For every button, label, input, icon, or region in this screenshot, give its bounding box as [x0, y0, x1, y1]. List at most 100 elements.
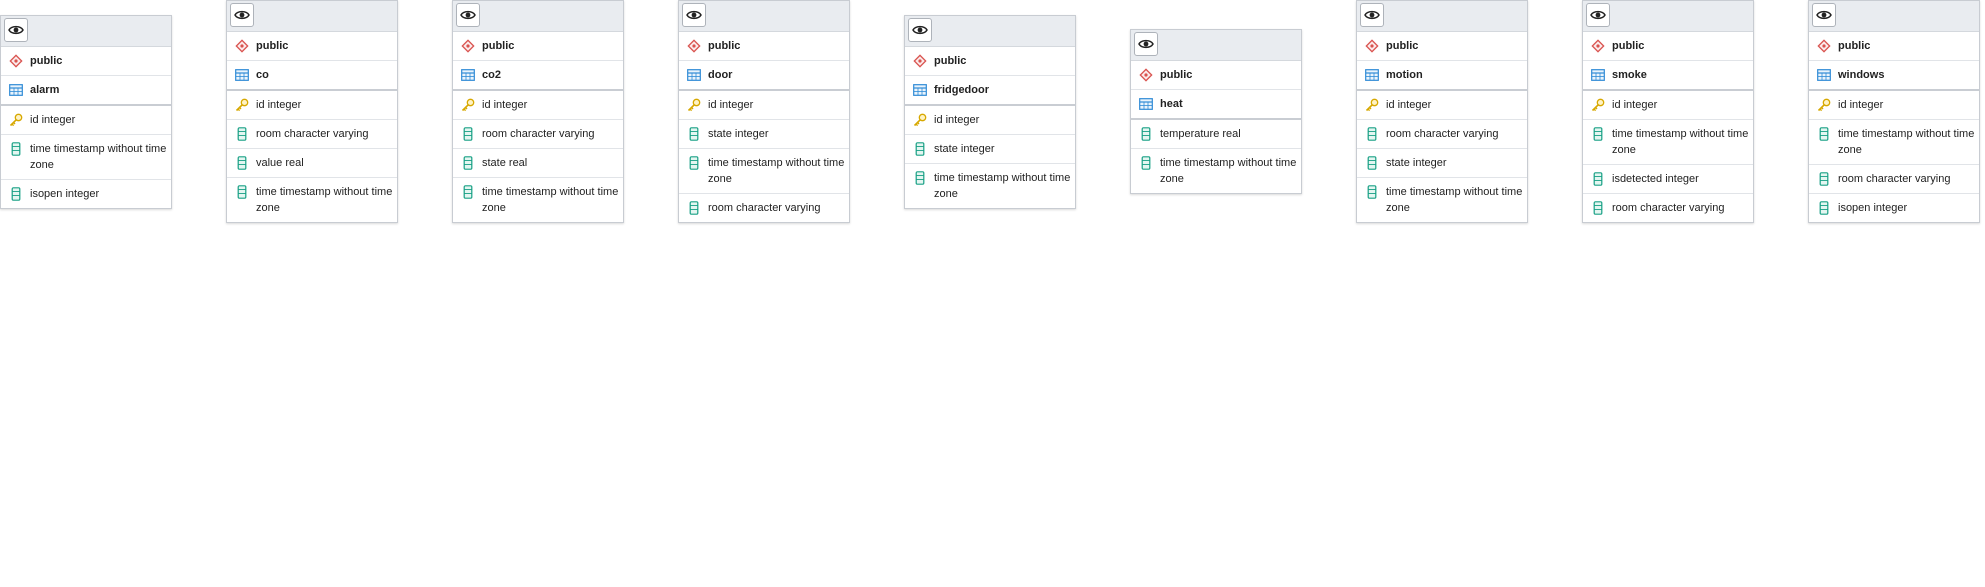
schema-name[interactable]: public: [679, 32, 849, 61]
table-name[interactable]: co: [227, 61, 397, 91]
table-header[interactable]: [679, 1, 849, 32]
column-row[interactable]: time timestamp without time zone: [227, 178, 397, 222]
column-row[interactable]: state integer: [1357, 149, 1527, 178]
schema-name[interactable]: public: [1583, 32, 1753, 61]
table-icon: [235, 68, 249, 82]
column-row[interactable]: time timestamp without time zone: [453, 178, 623, 222]
eye-icon[interactable]: [1812, 3, 1836, 27]
column-row[interactable]: room character varying: [1357, 120, 1527, 149]
schema-name[interactable]: public: [1357, 32, 1527, 61]
primary-key-column[interactable]: id integer: [453, 91, 623, 120]
column-icon: [235, 156, 249, 170]
eye-icon[interactable]: [230, 3, 254, 27]
eye-icon[interactable]: [1134, 32, 1158, 56]
primary-key-column[interactable]: id integer: [1809, 91, 1979, 120]
schema-name-label: public: [1612, 40, 1645, 52]
column-row-label: room character varying: [1386, 128, 1499, 140]
table-header[interactable]: [1131, 30, 1301, 61]
eye-icon[interactable]: [1586, 3, 1610, 27]
column-row[interactable]: room character varying: [1809, 165, 1979, 194]
schema-name[interactable]: public: [905, 47, 1075, 76]
column-row[interactable]: isopen integer: [1809, 194, 1979, 222]
table-icon: [913, 83, 927, 97]
table-header[interactable]: [227, 1, 397, 32]
column-row[interactable]: room character varying: [227, 120, 397, 149]
table-name[interactable]: windows: [1809, 61, 1979, 91]
table-name[interactable]: heat: [1131, 90, 1301, 120]
column-row[interactable]: state integer: [679, 120, 849, 149]
schema-name[interactable]: public: [227, 32, 397, 61]
eye-icon[interactable]: [456, 3, 480, 27]
column-row[interactable]: value real: [227, 149, 397, 178]
primary-key-icon: [1591, 98, 1605, 112]
primary-key-column[interactable]: id integer: [1583, 91, 1753, 120]
table-name[interactable]: door: [679, 61, 849, 91]
primary-key-column[interactable]: id integer: [1357, 91, 1527, 120]
column-row-label: room character varying: [1838, 173, 1951, 185]
table-header[interactable]: [1, 16, 171, 47]
column-row[interactable]: time timestamp without time zone: [1357, 178, 1527, 222]
primary-key-column[interactable]: id integer: [227, 91, 397, 120]
column-row[interactable]: time timestamp without time zone: [1, 135, 171, 180]
primary-key-column[interactable]: id integer: [905, 106, 1075, 135]
eye-icon[interactable]: [4, 18, 28, 42]
column-row[interactable]: state real: [453, 149, 623, 178]
table-name[interactable]: motion: [1357, 61, 1527, 91]
table-header[interactable]: [1809, 1, 1979, 32]
column-icon: [1365, 156, 1379, 170]
table-header[interactable]: [1357, 1, 1527, 32]
column-row[interactable]: isopen integer: [1, 180, 171, 208]
column-row-label: isopen integer: [1838, 202, 1908, 214]
table-name-label: windows: [1838, 69, 1885, 81]
column-row[interactable]: time timestamp without time zone: [1583, 120, 1753, 165]
table-name-label: motion: [1386, 69, 1423, 81]
table-name[interactable]: smoke: [1583, 61, 1753, 91]
eye-icon[interactable]: [1360, 3, 1384, 27]
schema-icon: [913, 54, 927, 68]
eye-icon[interactable]: [908, 18, 932, 42]
table-icon: [1591, 68, 1605, 82]
schema-name[interactable]: public: [453, 32, 623, 61]
schema-icon: [235, 39, 249, 53]
column-row-label: state integer: [708, 128, 769, 140]
table-header[interactable]: [905, 16, 1075, 47]
primary-key-icon: [1817, 98, 1831, 112]
schema-name[interactable]: public: [1, 47, 171, 76]
column-row[interactable]: room character varying: [453, 120, 623, 149]
column-row[interactable]: time timestamp without time zone: [905, 164, 1075, 208]
table-name[interactable]: alarm: [1, 76, 171, 106]
column-row-label: time timestamp without time zone: [1612, 128, 1749, 156]
table-header[interactable]: [1583, 1, 1753, 32]
primary-key-column[interactable]: id integer: [1, 106, 171, 135]
schema-name[interactable]: public: [1131, 61, 1301, 90]
column-row[interactable]: temperature real: [1131, 120, 1301, 149]
table-name[interactable]: fridgedoor: [905, 76, 1075, 106]
column-icon: [1817, 201, 1831, 215]
column-row[interactable]: time timestamp without time zone: [1131, 149, 1301, 193]
erd-table-motion[interactable]: public motion id integer room character var…: [1356, 0, 1528, 223]
eye-icon[interactable]: [682, 3, 706, 27]
table-name[interactable]: co2: [453, 61, 623, 91]
column-row[interactable]: time timestamp without time zone: [679, 149, 849, 194]
column-row[interactable]: time timestamp without time zone: [1809, 120, 1979, 165]
schema-icon: [1817, 39, 1831, 53]
column-row[interactable]: state integer: [905, 135, 1075, 164]
table-icon: [1817, 68, 1831, 82]
table-name-label: heat: [1160, 98, 1183, 110]
table-header[interactable]: [453, 1, 623, 32]
column-row[interactable]: room character varying: [1583, 194, 1753, 222]
column-row[interactable]: isdetected integer: [1583, 165, 1753, 194]
schema-name[interactable]: public: [1809, 32, 1979, 61]
column-row[interactable]: room character varying: [679, 194, 849, 222]
primary-key-column[interactable]: id integer: [679, 91, 849, 120]
table-icon: [1365, 68, 1379, 82]
